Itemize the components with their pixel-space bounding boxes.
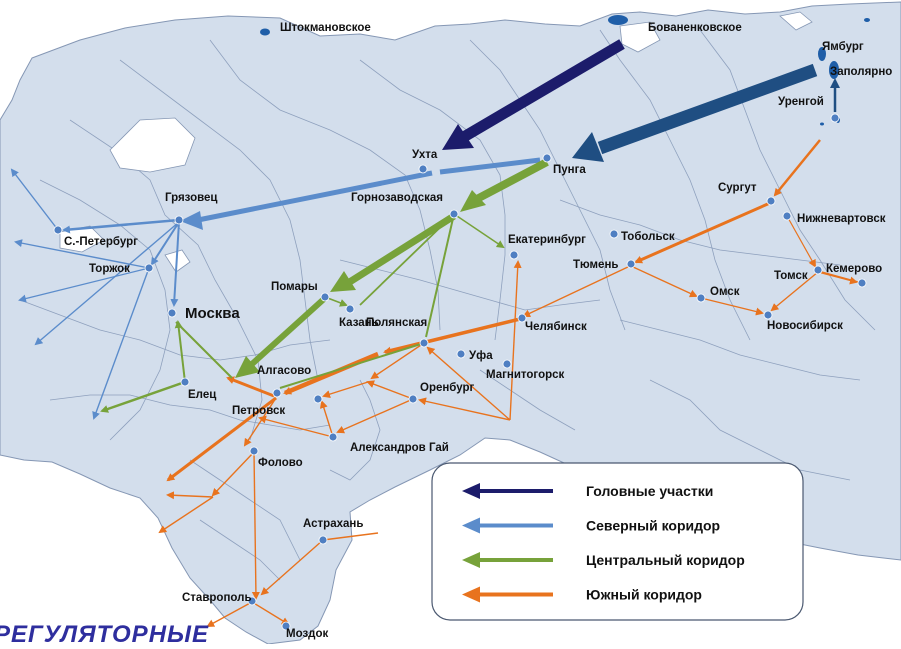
city-label-elets: Елец	[188, 389, 216, 401]
city-label-petrovsk: Петровск	[232, 405, 285, 417]
city-node-mozdok	[281, 621, 291, 631]
city-node-surgut	[766, 196, 776, 206]
legend-label-2: Центральный коридор	[586, 552, 745, 568]
south-corridor	[158, 139, 863, 627]
city-nodes	[53, 113, 867, 631]
city-label-nizhnevart: Нижневартовск	[797, 213, 886, 225]
city-label-torzhok: Торжок	[89, 263, 130, 275]
city-label-kemerovo: Кемерово	[826, 263, 882, 275]
city-node-magnit	[502, 359, 512, 369]
city-node-petrovsk	[313, 394, 323, 404]
city-node-polyansk	[419, 338, 429, 348]
city-label-chelyab: Челябинск	[525, 321, 587, 333]
legend-label-0: Головные участки	[586, 483, 713, 499]
city-label-bovan: Бованенковское	[648, 22, 742, 34]
city-label-surgut: Сургут	[718, 182, 757, 194]
city-node-kemerovo	[857, 278, 867, 288]
legend-arrow-north-head	[462, 517, 480, 534]
city-label-alexgai: Александров Гай	[350, 442, 449, 454]
city-node-tomsk	[813, 265, 823, 275]
city-node-folovo	[249, 446, 259, 456]
city-node-ekat	[509, 250, 519, 260]
city-node-punga	[542, 153, 552, 163]
legend-box	[431, 462, 804, 621]
city-node-gryaz	[174, 215, 184, 225]
city-node-algasovo	[272, 388, 282, 398]
city-label-gryaz: Грязовец	[165, 192, 218, 204]
city-node-ukhta	[418, 164, 428, 174]
city-label-ukhta: Ухта	[412, 149, 438, 161]
city-label-ekat: Екатеринбург	[508, 234, 586, 246]
city-node-moskva	[167, 308, 177, 318]
city-label-gornoz: Горнозаводская	[351, 192, 443, 204]
city-label-orenburg: Оренбург	[420, 382, 475, 394]
city-label-polyansk: Полянская	[366, 317, 427, 329]
city-label-magnit: Магнитогорск	[486, 369, 565, 381]
city-label-spb: С.-Петербург	[64, 236, 138, 248]
city-label-punga: Пунга	[553, 164, 586, 176]
city-node-orenburg	[408, 394, 418, 404]
head-sections	[442, 39, 840, 162]
city-label-algasovo: Алгасово	[257, 365, 311, 377]
city-node-stavropol	[247, 596, 257, 606]
city-labels: Штокмановское БованенковскоеЯмбургЗаполяр…	[64, 22, 892, 640]
city-label-tyumen: Тюмень	[573, 259, 618, 271]
city-label-novosib: Новосибирск	[767, 320, 843, 332]
city-node-novosib	[763, 310, 773, 320]
city-label-stavropol: Ставрополь	[182, 592, 252, 604]
city-node-alexgai	[328, 432, 338, 442]
city-node-pomary	[320, 292, 330, 302]
city-node-astrakhan	[318, 535, 328, 545]
legend-arrow-head-head	[462, 483, 480, 499]
city-label-astrakhan: Астрахань	[303, 518, 363, 530]
city-node-urengoy	[830, 113, 840, 123]
city-node-nizhnevart	[782, 211, 792, 221]
city-label-ufa: Уфа	[469, 350, 493, 362]
city-label-shtok: Штокмановское	[280, 22, 371, 34]
city-node-spb	[53, 225, 63, 235]
city-node-omsk	[696, 293, 706, 303]
city-label-zapol: Заполярно	[830, 66, 892, 78]
city-node-kazan	[345, 304, 355, 314]
city-node-ufa	[456, 349, 466, 359]
city-label-tobolsk: Тобольск	[621, 231, 675, 243]
city-node-torzhok	[144, 263, 154, 273]
city-label-omsk: Омск	[710, 286, 740, 298]
city-label-folovo: Фолово	[258, 457, 303, 469]
city-label-urengoy: Уренгой	[778, 96, 824, 108]
city-label-yamburg: Ямбург	[822, 41, 864, 53]
city-label-pomary: Помары	[271, 281, 318, 293]
legend-label-3: Южный коридор	[586, 587, 702, 603]
legend-label-1: Северный коридор	[586, 518, 720, 534]
central-corridor	[100, 158, 549, 413]
city-node-chelyab	[517, 313, 527, 323]
north-corridor	[10, 157, 541, 420]
water-bodies	[59, 11, 813, 273]
city-node-elets	[180, 377, 190, 387]
city-node-tobolsk	[609, 229, 619, 239]
city-node-tyumen	[626, 259, 636, 269]
legend-arrow-central-head	[462, 552, 480, 568]
city-label-kazan: Казань	[339, 317, 379, 329]
city-label-mozdok: Моздок	[286, 628, 328, 640]
footer-heading: РЕГУЛЯТОРНЫЕ	[0, 621, 210, 648]
city-label-tomsk: Томск	[774, 270, 808, 282]
legend-arrow-south-head	[462, 586, 480, 603]
city-node-gornoz	[449, 209, 459, 219]
city-label-moskva: Москва	[185, 305, 240, 322]
